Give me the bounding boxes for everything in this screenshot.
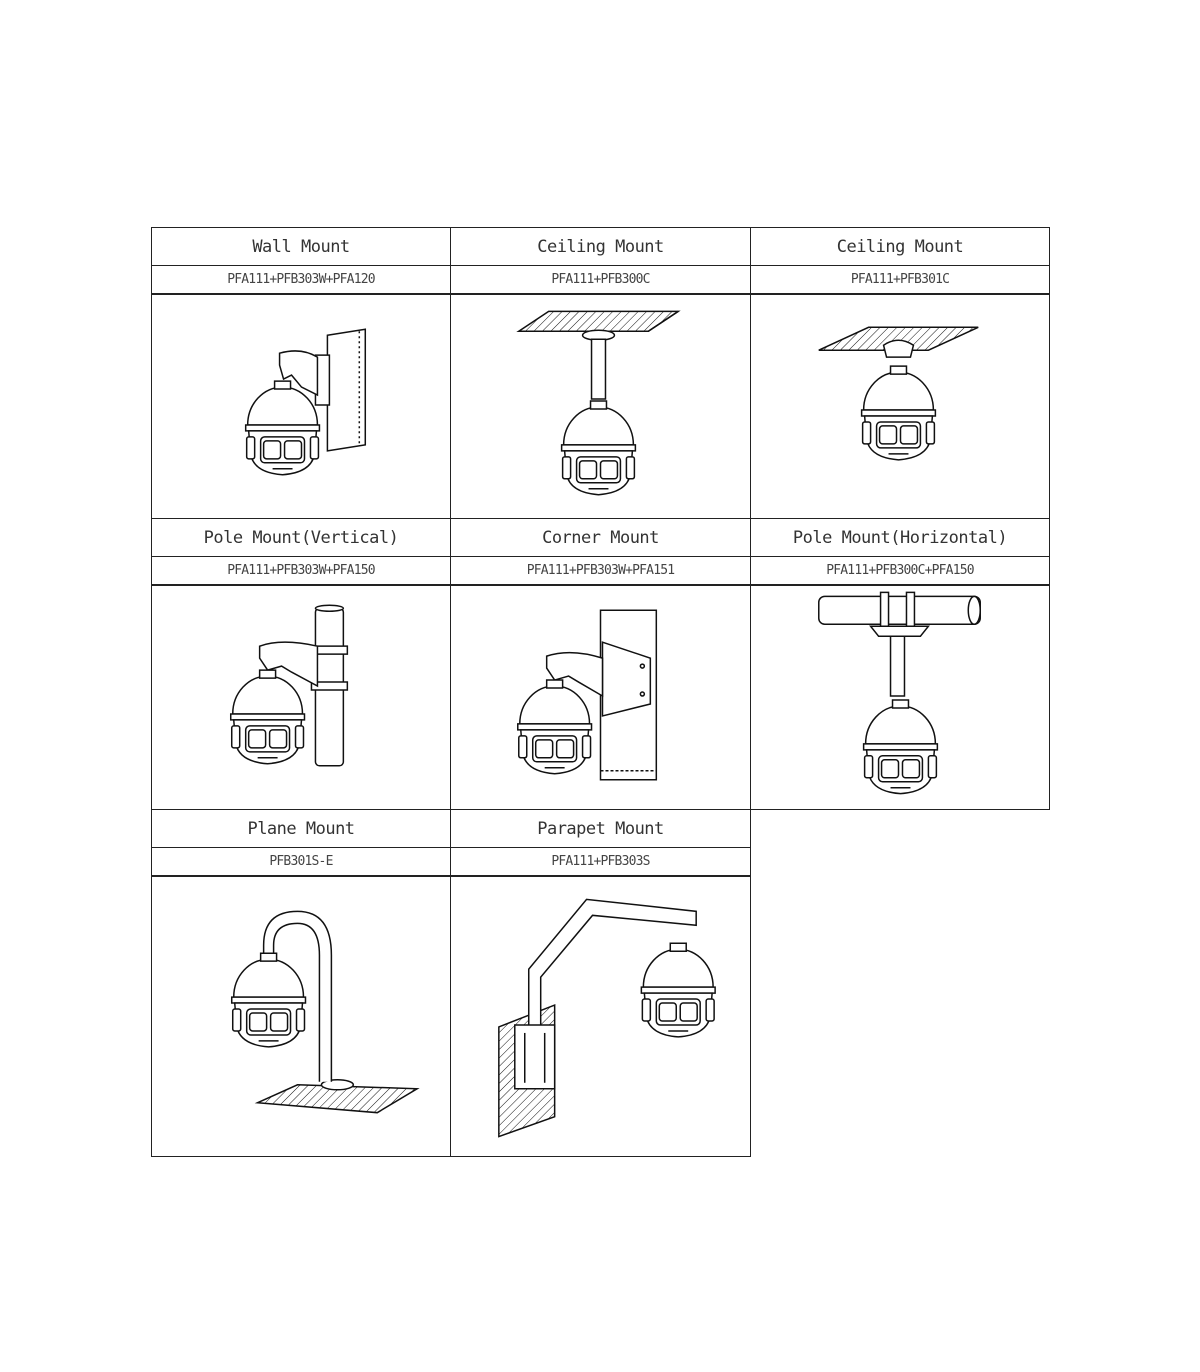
mount-cell-ceiling-1: Ceiling Mount PFA111+PFB300C [450, 227, 751, 519]
wall-mount-illustration [152, 295, 450, 518]
pole-horizontal-mount-illustration [751, 586, 1049, 809]
mount-title: Wall Mount [152, 228, 450, 266]
mount-code: PFA111+PFB300C [451, 266, 750, 295]
mount-title: Plane Mount [152, 810, 450, 848]
corner-mount-illustration [451, 586, 750, 809]
mount-title: Pole Mount(Horizontal) [751, 519, 1049, 557]
mount-code: PFA111+PFB303S [451, 848, 750, 877]
mount-code: PFA111+PFB303W+PFA150 [152, 557, 450, 586]
ceiling-mount-illustration [751, 295, 1049, 518]
mount-cell-wall: Wall Mount PFA111+PFB303W+PFA120 [151, 227, 451, 519]
plane-mount-illustration [152, 877, 450, 1156]
mount-cell-pole-horizontal: Pole Mount(Horizontal) PFA111+PFB300C+PF… [750, 518, 1050, 810]
mount-code: PFA111+PFB300C+PFA150 [751, 557, 1049, 586]
mount-table: Wall Mount PFA111+PFB303W+PFA120 Ceiling… [151, 227, 1050, 1157]
mount-cell-parapet: Parapet Mount PFA111+PFB303S [450, 809, 751, 1157]
mount-cell-corner: Corner Mount PFA111+PFB303W+PFA151 [450, 518, 751, 810]
mount-title: Pole Mount(Vertical) [152, 519, 450, 557]
mount-title: Parapet Mount [451, 810, 750, 848]
mount-title: Ceiling Mount [451, 228, 750, 266]
mount-title: Corner Mount [451, 519, 750, 557]
parapet-mount-illustration [451, 877, 750, 1156]
mount-cell-ceiling-2: Ceiling Mount PFA111+PFB301C [750, 227, 1050, 519]
mount-code: PFA111+PFB301C [751, 266, 1049, 295]
mount-code: PFA111+PFB303W+PFA120 [152, 266, 450, 295]
mount-code: PFA111+PFB303W+PFA151 [451, 557, 750, 586]
mount-code: PFB301S-E [152, 848, 450, 877]
pole-vertical-mount-illustration [152, 586, 450, 809]
mount-cell-pole-vertical: Pole Mount(Vertical) PFA111+PFB303W+PFA1… [151, 518, 451, 810]
mount-title: Ceiling Mount [751, 228, 1049, 266]
ceiling-mount-illustration [451, 295, 750, 518]
mount-cell-plane: Plane Mount PFB301S-E [151, 809, 451, 1157]
